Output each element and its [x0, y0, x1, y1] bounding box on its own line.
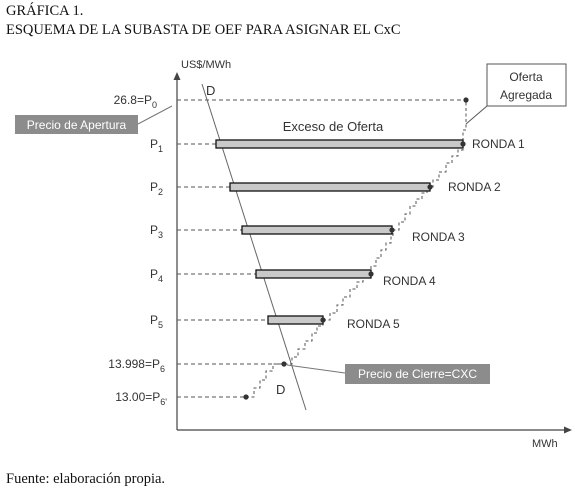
aggregate-offer-pointer: [465, 105, 488, 125]
dot-round-1: [460, 141, 466, 147]
bar-round-4: [255, 269, 372, 279]
bar-round-2: [229, 182, 431, 192]
dot-round-3: [389, 227, 395, 233]
aggregate-offer-box: [486, 63, 567, 107]
dot-round-4: [368, 271, 374, 277]
excess-supply-label: Exceso de Oferta: [283, 119, 384, 134]
aggregate-offer-line1: Oferta: [509, 70, 543, 84]
round-label-1: RONDA 1: [472, 137, 525, 151]
round-label-3: RONDA 3: [412, 230, 465, 244]
aggregate-offer-line2: Agregada: [500, 88, 552, 102]
round-dots: [243, 97, 469, 400]
price-label-p2: P2: [150, 180, 163, 197]
demand-label-bottom: D: [276, 382, 285, 397]
price-label-p6prime: 13.00=P6': [115, 390, 167, 407]
price-label-p1: P1: [150, 137, 163, 154]
round-label-2: RONDA 2: [448, 180, 501, 194]
dot-round-5: [320, 317, 326, 323]
y-axis-arrow: [173, 72, 181, 80]
opening-price-box: [15, 115, 138, 134]
closing-price-label: Precio de Cierre=CXC: [358, 367, 477, 381]
x-axis-arrow: [564, 426, 572, 434]
round-label-5: RONDA 5: [347, 317, 400, 331]
round-label-4: RONDA 4: [383, 274, 436, 288]
dot-round-2: [427, 184, 433, 190]
price-label-p6: 13.998=P6: [108, 357, 165, 374]
bar-round-5: [267, 315, 324, 325]
price-label-p4: P4: [150, 267, 163, 284]
dot-p6: [281, 361, 287, 367]
closing-price-box: [345, 364, 490, 384]
opening-price-pointer: [137, 105, 173, 125]
price-label-p0: 26.8=P0: [114, 93, 157, 110]
price-label-p5: P5: [150, 313, 163, 330]
demand-label-top: D: [206, 83, 215, 98]
aggregate-offer-curve: [246, 100, 467, 398]
y-axis-label: US$/MWh: [181, 59, 231, 71]
figure-source: Fuente: elaboración propia.: [6, 471, 166, 487]
closing-price-pointer: [286, 364, 346, 374]
x-axis-label: MWh: [532, 438, 558, 450]
price-guides: [177, 99, 466, 398]
opening-price-label: Precio de Apertura: [27, 118, 127, 132]
figure-heading: GRÁFICA 1.: [6, 3, 84, 19]
dot-p6prime: [243, 394, 249, 400]
price-label-p3: P3: [150, 223, 163, 240]
price-labels: 26.8=P0 P1 P2 P3 P4 P5 13.998=P6 13.00=P…: [108, 93, 167, 407]
demand-line: [201, 83, 307, 411]
figure-subheading: ESQUEMA DE LA SUBASTA DE OEF PARA ASIGNA…: [6, 22, 401, 38]
bar-round-3: [241, 225, 393, 235]
bar-round-1: [215, 139, 464, 149]
round-labels: RONDA 1 RONDA 2 RONDA 3 RONDA 4 RONDA 5: [347, 137, 525, 331]
dot-p0: [463, 97, 469, 103]
